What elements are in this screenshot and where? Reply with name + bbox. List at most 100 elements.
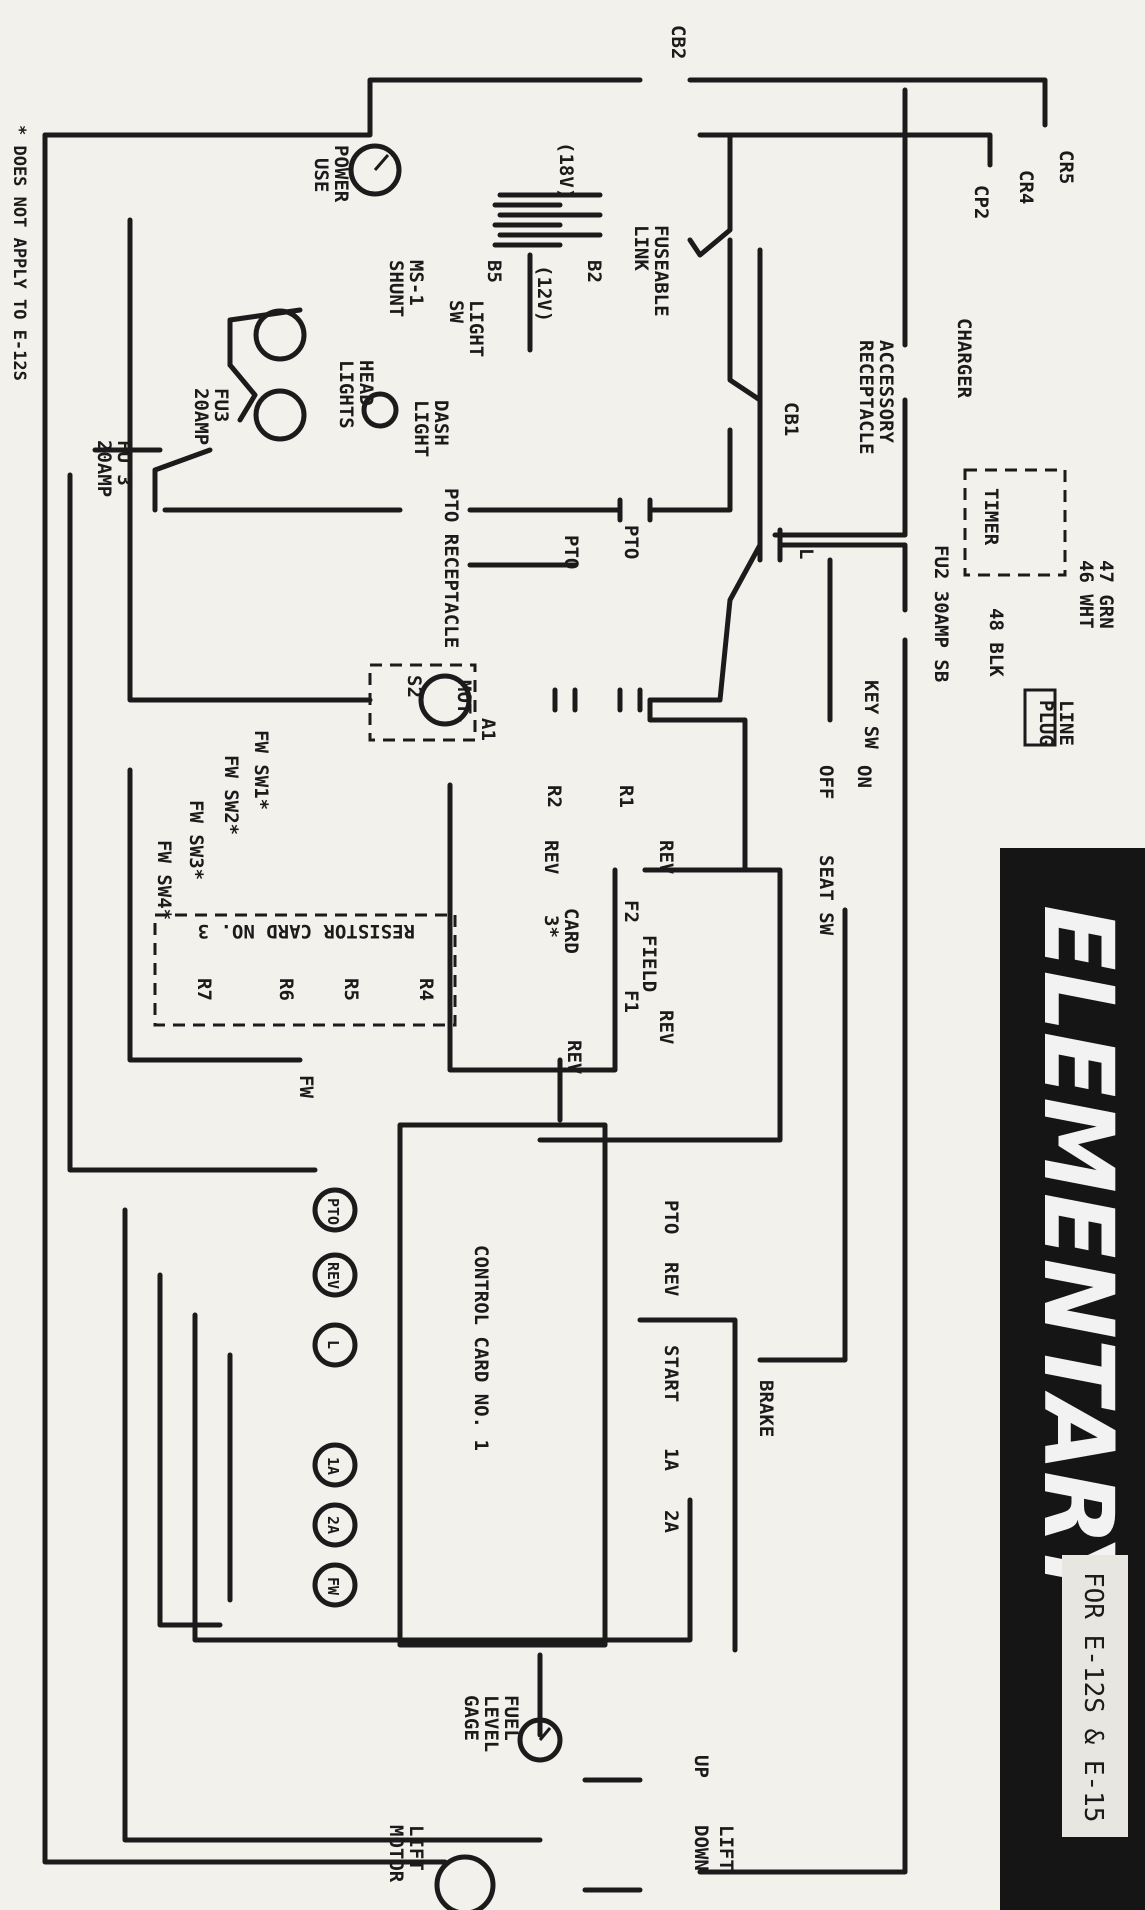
coil-fw-label: FW bbox=[324, 1577, 342, 1596]
control-card-label: CONTROL CARD NO. 1 bbox=[470, 1245, 492, 1451]
coil-pto bbox=[312, 1187, 358, 1233]
contact-1a-label: 1A bbox=[660, 1448, 682, 1471]
fu2-label: FU2 30AMP SB bbox=[930, 545, 952, 682]
seat-sw-label: SEAT SW bbox=[815, 855, 837, 936]
fw-sw1-label: FW SW1* bbox=[250, 730, 272, 810]
coil-1a-label: 1A bbox=[324, 1457, 342, 1475]
cb2-label: CB2 bbox=[667, 25, 689, 59]
wire-fw bbox=[127, 767, 303, 1063]
diagram-title: ELEMENTARY bbox=[1022, 905, 1134, 1614]
wire-11 bbox=[447, 782, 618, 1073]
f2-label: F2 bbox=[620, 900, 642, 923]
coil-l bbox=[312, 1322, 358, 1368]
wire-48-label: 48 BLK bbox=[985, 608, 1007, 677]
r4-label: R4 bbox=[415, 978, 437, 1001]
wire-2b bbox=[687, 132, 733, 258]
head-lights-label-2: LIGHTS bbox=[335, 360, 357, 429]
fw-sw2-label: FW SW2* bbox=[220, 755, 242, 835]
labels: CB2 CB1 CHARGER TIMER LINE PLUG 47 GRN 4… bbox=[93, 25, 1117, 1883]
rev-label-3: REV bbox=[655, 1010, 677, 1044]
lift-motor-label-2: MOTOR bbox=[385, 1825, 407, 1883]
wire-36b bbox=[637, 1317, 738, 1653]
cb1-label: CB1 bbox=[780, 402, 802, 436]
cr5-label: CR5 bbox=[1055, 150, 1077, 184]
lift-up-label: UP bbox=[690, 1755, 712, 1778]
rev-label-1: REV bbox=[540, 840, 562, 874]
key-off-label: OFF bbox=[815, 765, 837, 799]
lift-motor-label-1: LIFT bbox=[405, 1825, 427, 1871]
power-use-meter bbox=[348, 143, 402, 197]
coils bbox=[312, 1187, 358, 1608]
motor-label: MOT. bbox=[453, 680, 475, 726]
coil-rev-label: REV bbox=[324, 1262, 342, 1289]
dash-light-label-1: DASH bbox=[430, 400, 452, 446]
wiring bbox=[42, 77, 1048, 1893]
fw-sw4-label: FW SW4* bbox=[153, 840, 175, 920]
coil-rev bbox=[312, 1252, 358, 1298]
accessory-label-1: ACCESSORY bbox=[875, 340, 897, 444]
wire-47-label: 47 GRN bbox=[1095, 560, 1117, 629]
fuseable-link-label-1: FUSEABLE bbox=[650, 225, 672, 317]
head-light-2 bbox=[253, 388, 307, 442]
light-sw-label-1: LIGHT bbox=[465, 300, 487, 357]
accessory-label-2: RECEPTACLE bbox=[855, 340, 877, 454]
fu3-a-label-1: FU3 bbox=[210, 388, 232, 422]
wire-32 bbox=[227, 362, 258, 423]
wire-24 bbox=[127, 217, 373, 703]
fw-contact-label: FW bbox=[295, 1075, 317, 1098]
coil-2a bbox=[312, 1502, 358, 1548]
f1-label: F1 bbox=[620, 990, 642, 1013]
battery-12v-label: (12V) bbox=[533, 265, 555, 322]
contact-pto-label: PTO bbox=[660, 1200, 682, 1234]
b2-label: B2 bbox=[583, 260, 605, 283]
diagram-subtitle: FOR E-12S & E-15 bbox=[1078, 1572, 1108, 1822]
timer-label: TIMER bbox=[980, 488, 1002, 546]
wire-17 bbox=[697, 637, 908, 1875]
contact-rev-label: REV bbox=[660, 1262, 682, 1296]
wire-5-fu2 bbox=[777, 542, 908, 613]
s2-label: S2 bbox=[403, 675, 425, 698]
a1-label: A1 bbox=[477, 718, 499, 741]
dash-light-label-2: LIGHT bbox=[410, 400, 432, 457]
key-on-label: ON bbox=[853, 765, 875, 788]
lift-label: LIFT bbox=[715, 1825, 737, 1871]
wire-23 bbox=[757, 907, 848, 1363]
lift-motor bbox=[434, 1854, 496, 1910]
rev-label-2: REV bbox=[655, 840, 677, 874]
wire-46-label: 46 WHT bbox=[1075, 560, 1097, 629]
fuel-gage-label-2: LEVEL bbox=[480, 1695, 502, 1752]
wire-35 bbox=[157, 1272, 223, 1628]
key-sw-label: KEY SW bbox=[860, 680, 882, 749]
resistor-card-label: RESISTOR CARD NO. 3 bbox=[198, 920, 415, 942]
fuel-gage-label-3: GAGE bbox=[460, 1695, 482, 1741]
l-contact-label: L bbox=[795, 548, 817, 559]
wire-2 bbox=[697, 132, 993, 168]
fw-sw3-label: FW SW3* bbox=[185, 800, 207, 880]
fu3-b-label-1: FU 3 bbox=[113, 440, 135, 486]
wire-control-loop bbox=[122, 1207, 543, 1843]
r6-label: R6 bbox=[275, 978, 297, 1001]
line-plug-label-1: LINE bbox=[1055, 700, 1077, 746]
contact-brake-label: BRAKE bbox=[755, 1380, 777, 1437]
timer-box bbox=[963, 468, 1067, 577]
motor bbox=[368, 663, 477, 742]
fuel-level-gage bbox=[517, 1717, 563, 1763]
r7-label: R7 bbox=[193, 978, 215, 1001]
contact-2a-label: 2A bbox=[660, 1510, 682, 1533]
card3-label-2: 3* bbox=[540, 915, 562, 938]
coil-l-label: L bbox=[324, 1340, 342, 1349]
contact-symbols bbox=[552, 497, 783, 713]
power-use-label-1: POWER bbox=[330, 145, 352, 203]
coil-2a-label: 2A bbox=[324, 1516, 342, 1534]
wire-5-acc bbox=[772, 397, 908, 538]
wire-51 bbox=[42, 132, 448, 1865]
power-use-label-2: USE bbox=[310, 158, 332, 192]
resistor-card-box bbox=[153, 913, 457, 1027]
footnote: * DOES NOT APPLY TO E-12S bbox=[9, 125, 29, 381]
cr4-label: CR4 bbox=[1015, 170, 1037, 204]
contact-start-label: START bbox=[660, 1345, 682, 1402]
card3-label-1: CARD bbox=[560, 908, 582, 954]
lift-down-label: DOWN bbox=[690, 1825, 712, 1871]
wire-30-top bbox=[687, 77, 1048, 128]
